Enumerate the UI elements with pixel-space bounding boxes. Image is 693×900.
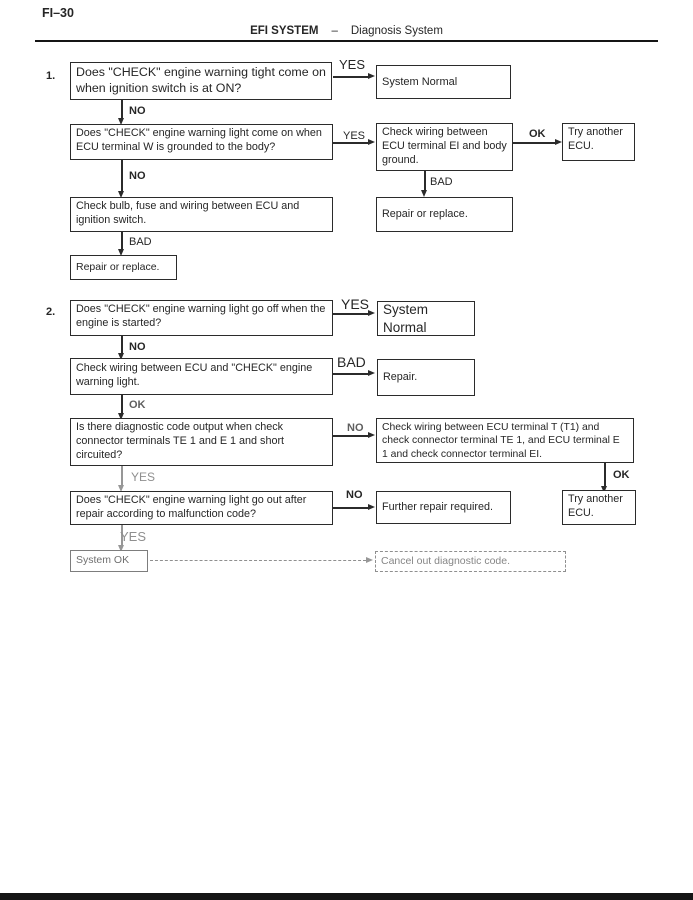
arrowhead-cancel-code (366, 557, 373, 563)
node-system-normal-1: System Normal (376, 65, 511, 99)
connector-no-3 (121, 336, 123, 355)
connector-yes-1 (333, 76, 369, 78)
arrowhead-no-4 (368, 432, 375, 438)
connector-bad-3 (333, 373, 369, 375)
connector-bad-1 (424, 171, 426, 191)
node-try-another-ecu-1: Try another ECU. (562, 123, 635, 161)
label-no-4: NO (347, 422, 364, 434)
label-no-2: NO (129, 170, 146, 182)
arrowhead-no-1 (118, 118, 124, 125)
node-check-wiring-t-t1: Check wiring between ECU terminal T (T1)… (376, 418, 634, 463)
step-number-1: 1. (46, 70, 56, 82)
node-q-diagnostic-code: Is there diagnostic code output when che… (70, 418, 333, 466)
node-system-normal-2: System Normal (377, 301, 475, 336)
label-yes-2: YES (343, 130, 366, 142)
node-q-terminal-w: Does "CHECK" engine warning light come o… (70, 124, 333, 160)
node-repair: Repair. (377, 359, 475, 396)
label-yes-4: YES (131, 470, 156, 484)
arrowhead-no-5 (368, 504, 375, 510)
label-yes-3: YES (341, 296, 370, 312)
connector-ok-3 (604, 463, 606, 488)
header-section-title: EFI SYSTEM (250, 25, 319, 37)
node-try-another-ecu-2: Try another ECU. (562, 490, 636, 525)
node-repair-or-replace-right: Repair or replace. (376, 197, 513, 232)
arrowhead-bad-2 (118, 249, 124, 256)
arrowhead-yes-5 (118, 545, 124, 552)
connector-bad-2 (121, 232, 123, 251)
header-subtitle: Diagnosis System (350, 25, 443, 37)
step-number-2: 2. (46, 306, 56, 318)
connector-yes-4 (121, 466, 123, 487)
page-bottom-rule (0, 893, 693, 900)
node-q-light-on-ignition: Does "CHECK" engine warning tight come o… (70, 62, 332, 100)
arrowhead-yes-1 (368, 73, 375, 79)
connector-yes-2 (333, 142, 369, 144)
label-ok-1: OK (529, 128, 546, 140)
arrowhead-bad-3 (368, 370, 375, 376)
label-ok-3: OK (613, 469, 630, 481)
arrowhead-yes-3 (368, 310, 375, 316)
label-no-5: NO (346, 489, 363, 501)
connector-yes-3 (333, 313, 369, 315)
label-bad-3: BAD (337, 354, 366, 370)
connector-no-2 (121, 160, 123, 193)
arrowhead-ok-3 (601, 486, 607, 493)
label-no-3: NO (129, 341, 146, 353)
node-check-wiring-check-light: Check wiring between ECU and "CHECK" eng… (70, 358, 333, 395)
connector-ok-2 (121, 395, 123, 415)
label-bad-1: BAD (430, 176, 453, 188)
connector-yes-5 (121, 525, 123, 547)
arrowhead-ok-2 (118, 413, 124, 420)
node-check-wiring-ei: Check wiring between ECU terminal EI and… (376, 123, 513, 171)
arrowhead-yes-2 (368, 139, 375, 145)
node-cancel-diagnostic-code: Cancel out diagnostic code. (375, 551, 566, 572)
node-repair-or-replace-left: Repair or replace. (70, 255, 177, 280)
arrowhead-ok-1 (555, 139, 562, 145)
label-yes-1: YES (339, 57, 366, 72)
connector-no-4 (333, 435, 369, 437)
label-bad-2: BAD (129, 236, 152, 248)
page-number: FI–30 (42, 6, 74, 20)
arrowhead-no-3 (118, 353, 124, 360)
header-separator: – (331, 25, 338, 37)
arrowhead-no-2 (118, 191, 124, 198)
header-rule (35, 40, 658, 42)
arrowhead-bad-1 (421, 190, 427, 197)
node-q-light-go-off: Does "CHECK" engine warning light go off… (70, 300, 333, 336)
connector-no-1 (121, 100, 123, 119)
connector-no-5 (333, 507, 369, 509)
node-further-repair: Further repair required. (376, 491, 511, 524)
label-no-1: NO (129, 105, 146, 117)
connector-cancel-code (150, 560, 366, 561)
label-ok-2: OK (129, 399, 146, 411)
node-system-ok: System OK (70, 550, 148, 572)
label-yes-5: YES (120, 529, 147, 544)
arrowhead-yes-4 (118, 485, 124, 492)
connector-ok-1 (513, 142, 556, 144)
page-header: EFI SYSTEM–Diagnosis System (0, 25, 693, 37)
node-check-bulb-fuse: Check bulb, fuse and wiring between ECU … (70, 197, 333, 232)
node-q-light-go-out: Does "CHECK" engine warning light go out… (70, 491, 333, 525)
